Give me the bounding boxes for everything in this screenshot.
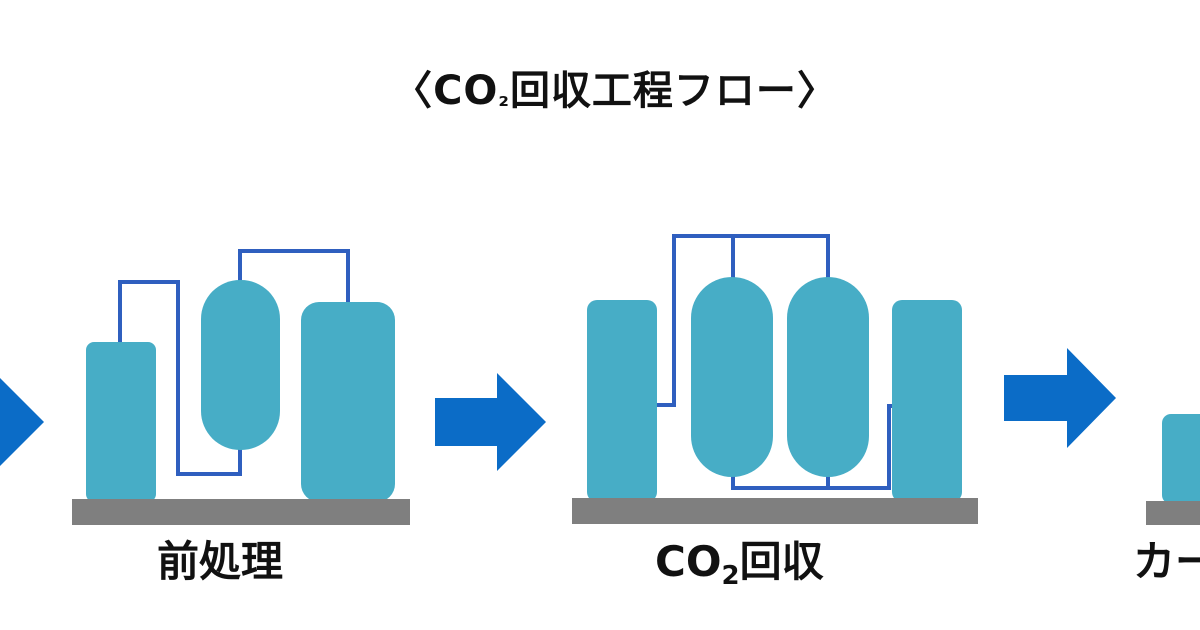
stage-pretreatment-equipment — [72, 249, 410, 525]
title-open-bracket: 〈 — [392, 68, 434, 114]
vessel-tank — [301, 302, 395, 502]
pipe — [238, 249, 350, 305]
label-recovery: 回収 — [739, 537, 824, 586]
vessel-capsule — [787, 277, 869, 477]
arrow-icon — [1004, 348, 1116, 448]
base-platform — [572, 498, 978, 524]
stage-third-equipment — [1146, 414, 1200, 525]
stage-label-third: カー — [1133, 537, 1200, 586]
stage-label-co2-recovery: CO2回収 — [655, 528, 824, 591]
base-platform — [72, 499, 410, 525]
vessel-column — [86, 342, 156, 502]
pipe — [656, 234, 830, 407]
vessel-column — [1162, 414, 1200, 504]
title-text: 回収工程フロー — [509, 68, 797, 114]
vessel-column — [587, 300, 657, 502]
title-close-bracket: 〉 — [796, 68, 838, 114]
label-subscript: 2 — [721, 561, 740, 591]
title-subscript: ₂ — [498, 84, 510, 112]
vessel-capsule — [201, 280, 280, 450]
arrow-icon-incoming — [0, 378, 44, 466]
label-co: CO — [655, 537, 722, 586]
stage-label-pretreatment: 前処理 — [157, 537, 284, 586]
arrow-icon — [435, 373, 546, 471]
vessel-column — [892, 300, 962, 502]
stage-co2-recovery-equipment — [572, 234, 978, 524]
base-platform — [1146, 501, 1200, 525]
pipe — [118, 280, 242, 476]
diagram-title: 〈CO₂回収工程フロー〉 — [0, 58, 1200, 116]
title-co: CO — [433, 68, 499, 114]
vessel-capsule — [691, 277, 773, 477]
